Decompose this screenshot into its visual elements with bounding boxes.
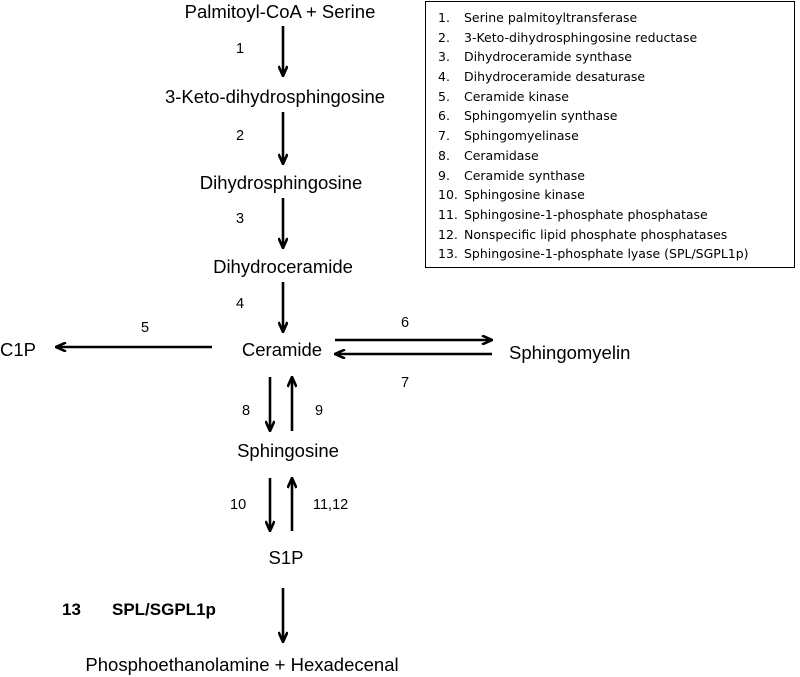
legend-item-label: Nonspecific lipid phosphate phosphatases [464,226,728,242]
legend-item-label: Dihydroceramide synthase [464,49,632,65]
legend-item: 11. Sphingosine-1-phosphate phosphatase [438,205,794,225]
legend-item-number: 1. [438,10,450,25]
legend-item-number: 11. [438,206,458,222]
step-label-4: 4 [236,296,245,312]
legend-item: 9. Ceramide synthase [438,166,794,186]
legend-item-label: Dihydroceramide desaturase [464,69,646,85]
legend-item: 2. 3-Keto-dihydrosphingosine reductase [438,28,794,48]
legend-item-number: 10. [438,187,458,203]
legend-item-number: 3. [438,49,450,65]
legend-item: 12. Nonspecific lipid phosphate phosphata… [438,225,794,245]
legend-item: 7. Sphingomyelinase [438,126,794,146]
legend-item-label: Ceramide synthase [464,167,585,183]
legend-item: 5. Ceramide kinase [438,87,794,107]
enzyme-legend: 1. Serine palmitoyltransferase 2. 3-Keto-di… [425,1,795,268]
legend-item: 8. Ceramidase [438,146,794,166]
legend-item: 6. Sphingomyelin synthase [438,106,794,126]
legend-item-label: Sphingomyelinase [464,128,579,144]
step-label-10: 10 [230,497,247,513]
node-c1p: C1P [0,339,36,360]
step-label-8: 8 [242,403,251,419]
legend-item-label: 3-Keto-dihydrosphingosine reductase [464,29,698,45]
legend-item-label: Sphingomyelin synthase [464,108,618,124]
step-label-2: 2 [236,128,245,144]
node-sphingomyelin: Sphingomyelin [509,342,631,363]
legend-item-number: 12. [438,226,458,242]
step-label-13-number: 13 [62,600,81,619]
legend-item: 4. Dihydroceramide desaturase [438,67,794,87]
step-label-7: 7 [401,375,410,391]
legend-item-label: Ceramidase [464,147,539,163]
node-ceramide: Ceramide [241,339,323,360]
legend-item-number: 6. [438,108,450,124]
legend-item: 13. Sphingosine-1-phosphate lyase (SPL/SG… [438,244,794,264]
step-label-11-12: 11,12 [313,497,349,513]
legend-item-number: 7. [438,128,450,144]
node-3-keto-dihydrosphingosine: 3-Keto-dihydrosphingosine [164,86,386,107]
step-label-3: 3 [236,211,245,227]
legend-item-number: 4. [438,69,450,85]
legend-item: 3. Dihydroceramide synthase [438,47,794,67]
step-label-9: 9 [315,403,324,419]
legend-item: 1. Serine palmitoyltransferase [438,8,794,28]
legend-item-label: Serine palmitoyltransferase [464,10,638,25]
legend-item: 10. Sphingosine kinase [438,185,794,205]
step-label-6: 6 [401,315,410,331]
legend-item-number: 8. [438,147,450,163]
node-dihydrosphingosine: Dihydrosphingosine [199,172,363,193]
legend-item-number: 2. [438,29,450,45]
node-s1p: S1P [268,547,304,568]
step-label-13-enzyme: SPL/SGPL1p [112,600,216,619]
step-label-5: 5 [141,320,150,336]
legend-item-number: 13. [438,246,458,262]
legend-item-label: Sphingosine-1-phosphate lyase (SPL/SGPL1… [464,246,749,262]
node-palmitoyl-coa-serine: Palmitoyl-CoA + Serine [184,1,376,22]
node-products: Phosphoethanolamine + Hexadecenal [85,654,399,675]
node-dihydroceramide: Dihydroceramide [213,256,353,277]
legend-item-number: 9. [438,167,450,183]
legend-item-label: Ceramide kinase [464,88,569,104]
step-label-1: 1 [236,41,245,57]
node-sphingosine: Sphingosine [237,440,339,461]
enzyme-legend-list: 1. Serine palmitoyltransferase 2. 3-Keto-di… [426,2,794,264]
legend-item-number: 5. [438,88,450,104]
legend-item-label: Sphingosine-1-phosphate phosphatase [464,206,708,222]
legend-item-label: Sphingosine kinase [464,187,585,203]
